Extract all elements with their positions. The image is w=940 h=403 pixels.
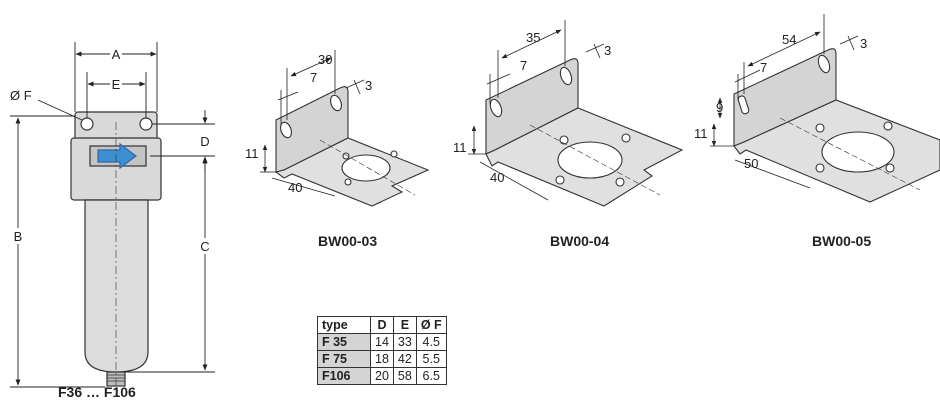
table-cell: 5.5 bbox=[415, 350, 447, 368]
bw00-03-hole-label: 7 bbox=[310, 70, 317, 85]
bw00-03-height-label: 11 bbox=[245, 146, 259, 161]
table-row: F106 20 58 6.5 bbox=[317, 367, 447, 385]
table-row: F 35 14 33 4.5 bbox=[317, 333, 447, 351]
bw00-05-thick-label: 3 bbox=[860, 36, 867, 51]
bw00-05-slot-label: 9 bbox=[716, 100, 723, 115]
flow-arrow-icon bbox=[97, 142, 137, 170]
mounting-hole-right bbox=[139, 117, 153, 131]
bw00-05-width-label: 54 bbox=[782, 32, 796, 47]
table-cell: F106 bbox=[317, 367, 371, 385]
table-header-cell: D bbox=[370, 316, 394, 334]
bracket-bw00-04-dims bbox=[468, 20, 605, 201]
bw00-04-width-label: 35 bbox=[526, 30, 540, 45]
dim-b-label: B bbox=[14, 229, 23, 244]
bracket-bw00-03-dims bbox=[260, 50, 365, 197]
table-cell: 18 bbox=[370, 350, 394, 368]
bw00-04-caption: BW00-04 bbox=[550, 233, 610, 249]
table-header-row: type D E Ø F bbox=[317, 316, 447, 334]
mounting-hole-left bbox=[80, 117, 94, 131]
bw00-05-hole-label: 7 bbox=[760, 60, 767, 75]
table-cell: 33 bbox=[392, 333, 417, 351]
table-header-cell: Ø F bbox=[415, 316, 447, 334]
table-header-cell: E bbox=[392, 316, 417, 334]
table-cell: 20 bbox=[370, 367, 394, 385]
table-cell: F 35 bbox=[317, 333, 371, 351]
table-cell: 58 bbox=[392, 367, 417, 385]
bw00-04-hole-label: 7 bbox=[520, 58, 527, 73]
table-cell: F 75 bbox=[317, 350, 371, 368]
dim-d-label: D bbox=[200, 134, 209, 149]
dim-c-label: C bbox=[200, 239, 209, 254]
bw00-04-thick-label: 3 bbox=[604, 43, 611, 58]
bracket-bw00-05-dims bbox=[710, 14, 859, 189]
table-row: F 75 18 42 5.5 bbox=[317, 350, 447, 368]
table-cell: 4.5 bbox=[415, 333, 447, 351]
bw00-03-depth-label: 40 bbox=[288, 180, 302, 195]
table-header-cell: type bbox=[317, 316, 371, 334]
table-cell: 14 bbox=[370, 333, 394, 351]
bw00-03-thick-label: 3 bbox=[365, 78, 372, 93]
table-cell: 6.5 bbox=[415, 367, 447, 385]
bw00-03-caption: BW00-03 bbox=[318, 233, 378, 249]
filter-dim-labels: A E Ø F B C D bbox=[10, 46, 211, 254]
bw00-03-width-label: 30 bbox=[318, 52, 332, 67]
bw00-05-depth-label: 50 bbox=[744, 156, 758, 171]
bracket-bw00-04-drawing bbox=[485, 58, 684, 207]
dim-f-label: Ø F bbox=[10, 88, 32, 103]
dim-e-label: E bbox=[112, 77, 121, 92]
bracket-bw00-03-drawing bbox=[274, 86, 430, 207]
filter-caption: F36 … F106 bbox=[58, 384, 136, 400]
bw00-05-height-label: 11 bbox=[694, 126, 708, 141]
bw00-05-caption: BW00-05 bbox=[812, 233, 872, 249]
bw00-04-depth-label: 40 bbox=[490, 170, 504, 185]
filter-bowl bbox=[84, 199, 149, 373]
filter-unit-drawing bbox=[70, 111, 162, 392]
bw00-04-height-label: 11 bbox=[453, 140, 467, 155]
dim-a-label: A bbox=[112, 47, 121, 62]
filter-dimensions bbox=[10, 42, 215, 388]
bracket-bw00-05-drawing bbox=[733, 48, 940, 203]
table-cell: 42 bbox=[392, 350, 417, 368]
dimension-table: type D E Ø F F 35 14 33 4.5 F 75 18 42 5… bbox=[317, 316, 447, 385]
